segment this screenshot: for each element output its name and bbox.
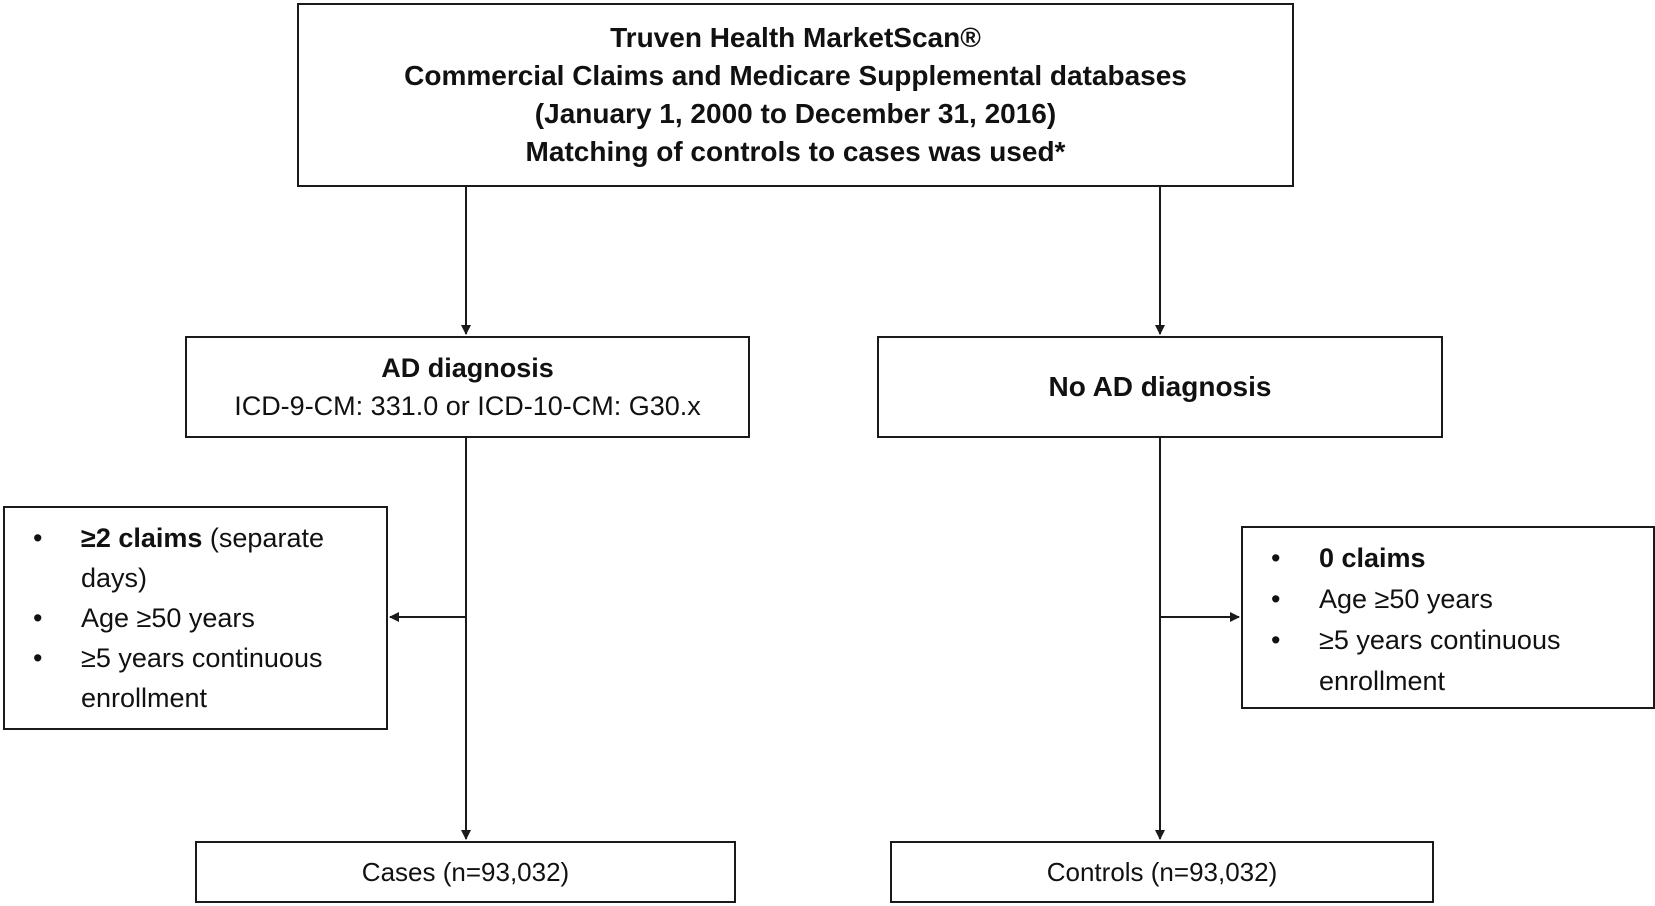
control-criteria-list: • 0 claims • Age ≥50 years • ≥5 years co…	[1243, 528, 1653, 702]
ad-diagnosis-box: AD diagnosis ICD-9-CM: 331.0 or ICD-10-C…	[185, 336, 750, 438]
bullet-icon: •	[33, 643, 43, 673]
bullet-icon: •	[1271, 584, 1281, 614]
ad-diagnosis-codes: ICD-9-CM: 331.0 or ICD-10-CM: G30.x	[234, 391, 701, 421]
bullet-icon: •	[33, 603, 43, 633]
source-matching-note: Matching of controls to cases was used*	[525, 136, 1066, 167]
case-claims-note: (separate days)	[81, 523, 324, 593]
cases-box: Cases (n=93,032)	[195, 841, 736, 903]
source-date-range: (January 1, 2000 to December 31, 2016)	[534, 98, 1057, 129]
control-criteria-box: • 0 claims • Age ≥50 years • ≥5 years co…	[1241, 526, 1655, 709]
list-item: • ≥5 years continuous enrollment	[1253, 620, 1643, 702]
no-ad-diagnosis-title: No AD diagnosis	[1048, 371, 1272, 402]
bullet-icon: •	[1271, 625, 1281, 655]
control-age-criterion: Age ≥50 years	[1319, 584, 1493, 614]
case-criteria-box: • ≥2 claims (separate days) • Age ≥50 ye…	[3, 506, 388, 730]
controls-box: Controls (n=93,032)	[890, 841, 1434, 903]
case-enrollment-criterion: ≥5 years continuous enrollment	[81, 643, 323, 713]
bullet-icon: •	[1271, 543, 1281, 573]
list-item: • Age ≥50 years	[15, 598, 376, 638]
controls-count-label: Controls (n=93,032)	[1046, 856, 1278, 887]
list-item: • ≥5 years continuous enrollment	[15, 638, 376, 718]
control-claims-count: 0 claims	[1319, 543, 1426, 573]
data-source-box: Truven Health MarketScan® Commercial Cla…	[297, 3, 1294, 187]
source-databases: Commercial Claims and Medicare Supplemen…	[404, 60, 1187, 91]
no-ad-diagnosis-box: No AD diagnosis	[877, 336, 1443, 438]
case-age-criterion: Age ≥50 years	[81, 603, 255, 633]
bullet-icon: •	[33, 523, 43, 553]
case-claims-count: ≥2 claims	[81, 523, 203, 553]
cases-count-label: Cases (n=93,032)	[361, 856, 570, 887]
ad-diagnosis-title: AD diagnosis	[381, 353, 554, 383]
case-criteria-list: • ≥2 claims (separate days) • Age ≥50 ye…	[5, 508, 386, 718]
list-item: • ≥2 claims (separate days)	[15, 518, 376, 598]
source-title: Truven Health MarketScan®	[610, 22, 981, 53]
list-item: • 0 claims	[1253, 538, 1643, 579]
list-item: • Age ≥50 years	[1253, 579, 1643, 620]
control-enrollment-criterion: ≥5 years continuous enrollment	[1319, 625, 1561, 696]
